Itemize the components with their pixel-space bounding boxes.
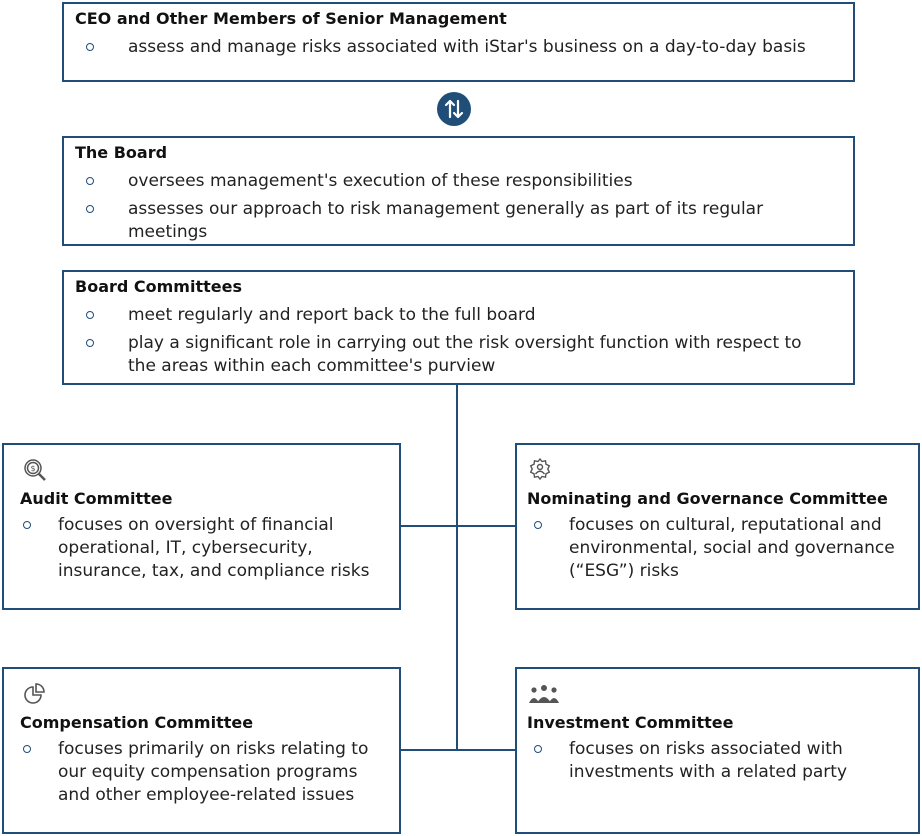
- senior-management-box: CEO and Other Members of Senior Manageme…: [62, 2, 855, 82]
- bullet-circle-icon: [86, 339, 94, 347]
- bullet-circle-icon: [534, 521, 542, 529]
- compensation-investment-connector: [401, 749, 515, 751]
- list-item: oversees management's execution of these…: [66, 170, 826, 193]
- audit-committee-box: $ Audit Committee focuses on oversight o…: [2, 443, 401, 610]
- board-committees-title: Board Committees: [75, 277, 242, 296]
- compensation-committee-title: Compensation Committee: [20, 713, 254, 732]
- list-item: meet regularly and report back to the fu…: [66, 304, 826, 327]
- nominating-committee-box: Nominating and Governance Committee focu…: [515, 443, 920, 610]
- audit-committee-title: Audit Committee: [20, 489, 173, 508]
- list-item: focuses on risks associated with investm…: [517, 738, 912, 784]
- nominating-committee-title: Nominating and Governance Committee: [527, 489, 888, 508]
- bullet-circle-icon: [23, 521, 31, 529]
- pie-chart-icon: [22, 681, 48, 707]
- list-item: focuses on oversight of financial operat…: [6, 514, 386, 583]
- gear-person-icon: [527, 457, 553, 483]
- board-box: The Board oversees management's executio…: [62, 136, 855, 246]
- list-item: play a significant role in carrying out …: [66, 332, 826, 378]
- bullet-circle-icon: [86, 311, 94, 319]
- investment-committee-box: Investment Committee focuses on risks as…: [515, 667, 920, 834]
- swap-arrows-icon: [437, 92, 471, 126]
- svg-text:$: $: [30, 464, 35, 473]
- bullet-circle-icon: [86, 177, 94, 185]
- compensation-committee-box: Compensation Committee focuses primarily…: [2, 667, 401, 834]
- investment-committee-title: Investment Committee: [527, 713, 734, 732]
- list-item: assess and manage risks associated with …: [66, 36, 826, 59]
- team-icon: [527, 681, 561, 707]
- list-item: assesses our approach to risk management…: [66, 198, 826, 244]
- bullet-circle-icon: [23, 745, 31, 753]
- audit-nominating-connector: [401, 525, 515, 527]
- list-item: focuses primarily on risks relating to o…: [6, 738, 386, 807]
- bullet-circle-icon: [86, 205, 94, 213]
- list-item: focuses on cultural, reputational and en…: [517, 514, 912, 583]
- vertical-connector: [456, 385, 458, 751]
- senior-management-title: CEO and Other Members of Senior Manageme…: [75, 9, 507, 28]
- bullet-circle-icon: [86, 43, 94, 51]
- board-committees-box: Board Committees meet regularly and repo…: [62, 270, 855, 385]
- bullet-circle-icon: [534, 745, 542, 753]
- board-title: The Board: [75, 143, 168, 162]
- magnifier-dollar-icon: $: [22, 457, 48, 483]
